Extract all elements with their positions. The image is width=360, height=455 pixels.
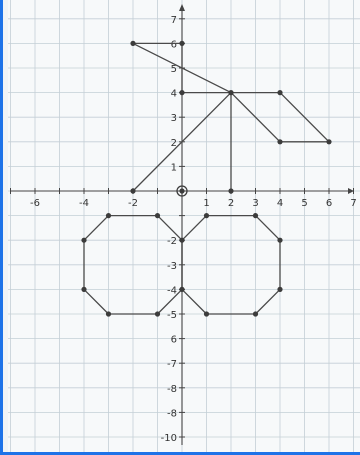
x-tick-label: -4 [79,198,89,209]
y-tick-label: -5 [167,310,177,321]
y-tick-label: 2 [171,138,177,149]
y-axis-arrow [179,4,185,11]
paper-sheet [8,0,360,455]
data-point [179,90,185,96]
y-tick-label: 3 [171,113,177,124]
x-tick-label: 3 [252,198,258,209]
data-point [105,311,112,317]
data-point [179,286,185,292]
x-tick-label: -2 [128,198,138,209]
y-tick-label: 1 [171,162,177,173]
y-tick-label: -7 [167,359,177,370]
y-tick-label: -4 [167,285,177,296]
data-point [81,237,87,243]
x-tick-label: 5 [301,198,307,209]
y-tick-label: 6 [171,335,177,346]
data-point [105,213,112,219]
screenshot-border-left [0,0,3,455]
y-tick-label: 4 [171,89,177,100]
x-tick-labels: -6 -4 -2 1 2 3 4 5 6 7 [30,198,357,209]
data-point [203,213,210,219]
data-point [203,311,210,317]
y-tick-label: 7 [171,15,177,26]
data-point [179,237,185,243]
x-tick-label: -6 [30,198,40,209]
data-point [130,40,136,47]
data-point [277,90,283,96]
data-point [179,188,185,194]
data-point [326,139,332,145]
x-tick-label: 6 [326,198,332,209]
data-point [81,286,87,292]
x-tick-label: 7 [350,198,356,209]
data-point [154,311,161,317]
data-point [252,213,259,219]
x-axis-arrow [348,188,354,194]
y-tick-label: -3 [167,261,177,272]
plotted-points [81,40,332,317]
y-tick-label: -2 [167,236,177,247]
data-point [228,90,234,96]
y-tick-label: -8 [167,408,177,419]
data-point [154,213,161,219]
data-point [277,139,283,145]
x-tick-label: 4 [277,198,283,209]
data-point [179,40,185,47]
x-tick-label: 1 [203,198,209,209]
y-tick-label: -8 [167,384,177,395]
data-point [130,188,136,194]
y-tick-label: 6 [171,39,177,50]
data-point [252,311,259,317]
data-point [228,188,234,194]
screenshot-border-bottom [0,452,360,455]
y-tick-label: -10 [161,433,177,444]
x-tick-label: 2 [228,198,234,209]
origin-marker [176,185,188,197]
data-point [277,237,283,243]
y-tick-label: 5 [171,64,177,75]
data-point [277,286,283,292]
y-tick-labels: 7 6 5 4 3 2 1 -2 -3 -4 -5 6 -7 -8 -8 -10 [161,15,177,444]
